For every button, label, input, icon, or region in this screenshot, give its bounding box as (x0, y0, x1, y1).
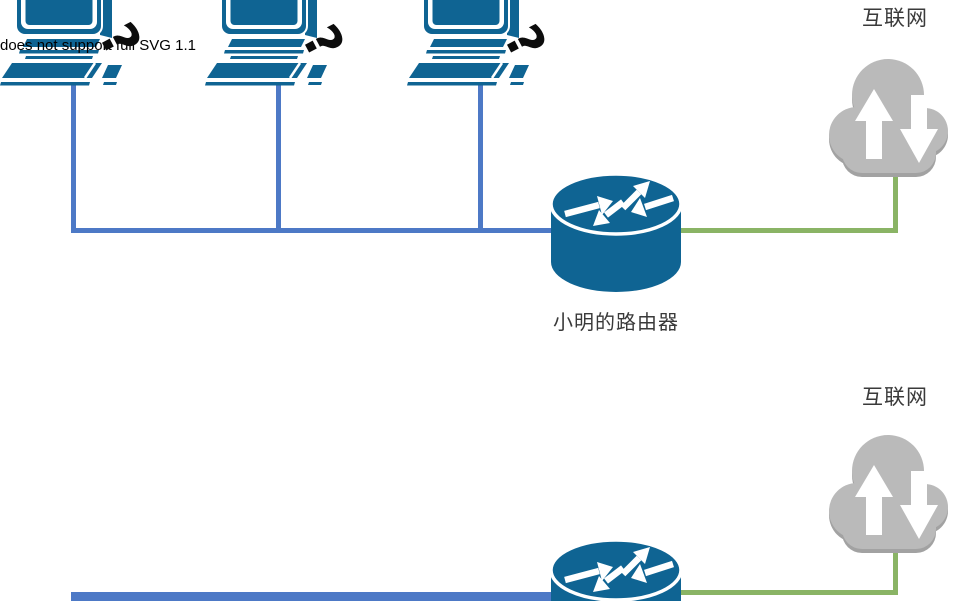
svg-fallback-text: does not support full SVG 1.1 (0, 37, 196, 54)
wan-link-bottom-horizontal (678, 590, 898, 595)
internet-cloud-icon (829, 435, 948, 553)
computer-icon (407, 0, 529, 86)
lan-bus-top (71, 228, 558, 233)
router-icon (549, 172, 683, 292)
computer-icon (0, 0, 122, 86)
lan-link-pc2 (276, 85, 281, 233)
lan-bus-bottom (71, 592, 558, 601)
computer-icon (205, 0, 327, 86)
router-label: 小明的路由器 (553, 312, 679, 334)
wan-link-top-horizontal (678, 228, 898, 233)
internet-cloud-label: 互联网 (862, 7, 928, 30)
lan-link-pc1 (71, 85, 76, 233)
wan-link-top-vertical (893, 174, 898, 233)
internet-cloud-label: 互联网 (862, 386, 928, 409)
internet-cloud-icon (829, 59, 948, 177)
lan-link-pc3 (478, 85, 483, 233)
wan-link-bottom-vertical (893, 546, 898, 594)
router-icon (549, 538, 683, 601)
